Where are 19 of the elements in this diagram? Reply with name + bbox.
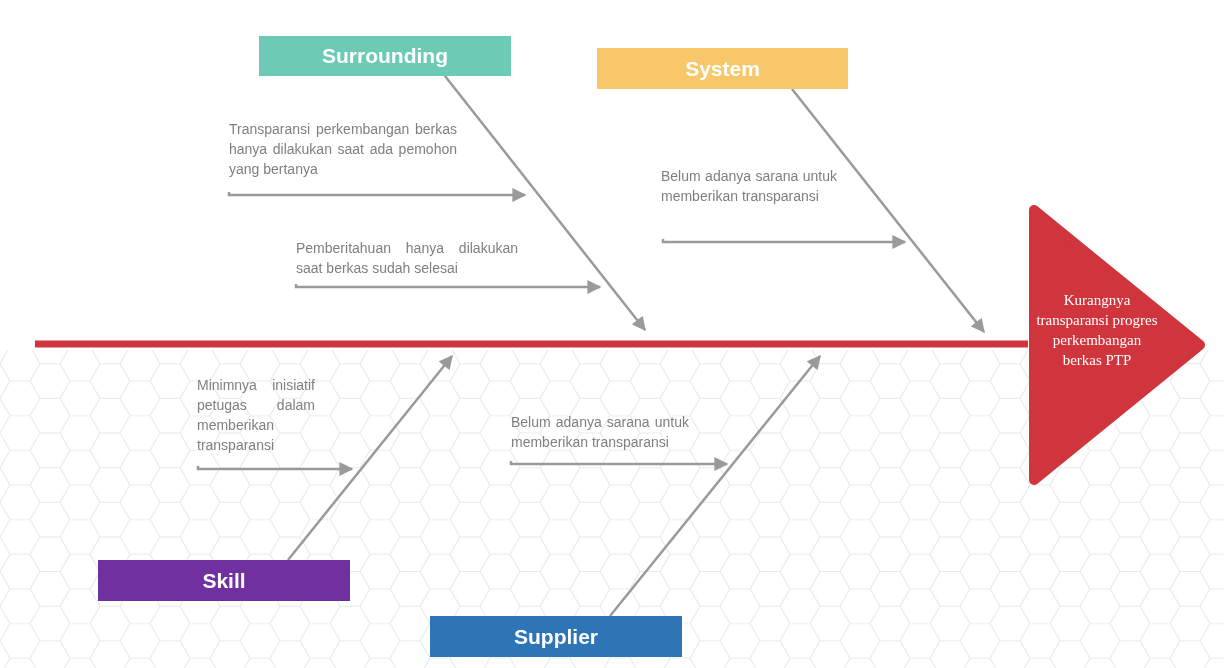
arrow (196, 462, 354, 476)
problem-text: Kurangnya transparansi progres perkembangan berkas PTP (1036, 291, 1158, 370)
cause-text: Minimnya inisiatif petugas dalam memberikan transparansi (197, 376, 315, 455)
arrow (287, 354, 453, 561)
category-box: Supplier (430, 616, 682, 657)
cause-text: Transparansi perkembangan berkas hanya dilakukan saat ada pemohon yang bertanya (229, 120, 457, 179)
category-box: Surrounding (259, 36, 511, 76)
cause-text: Belum adanya sarana untuk memberikan transparansi (661, 167, 837, 206)
category-box: Skill (98, 560, 350, 601)
cause-text: Pemberitahuan hanya dilakukan saat berkas sudah selesai (296, 239, 518, 278)
arrow (509, 457, 729, 471)
arrow (444, 75, 646, 332)
arrow (609, 354, 821, 617)
arrow (294, 280, 602, 294)
arrow (661, 235, 907, 249)
arrow (227, 188, 527, 202)
category-box: System (597, 48, 848, 89)
cause-text: Belum adanya sarana untuk memberikan transparansi (511, 413, 689, 452)
arrow (791, 88, 985, 334)
